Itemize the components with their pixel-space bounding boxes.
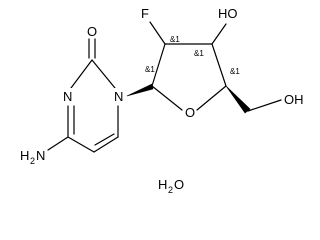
solvate-h: H — [158, 177, 167, 192]
chemical-structure-diagram: O N N H 2 N F HO O OH &1 &1 &1 &1 H 2 O — [20, 6, 304, 195]
atom-label-amine-h: H — [20, 148, 29, 163]
solvate-sub: 2 — [168, 185, 173, 195]
bond-c2-n1 — [91, 59, 116, 89]
atom-label-n3: N — [63, 89, 72, 104]
atom-label-nh2: H 2 N — [20, 148, 45, 166]
atom-label-fluorine: F — [141, 6, 149, 21]
wedge-c4p-c5p — [225, 85, 251, 114]
bond-c5p-oh — [247, 99, 282, 112]
atom-label-carbonyl-o: O — [87, 24, 97, 39]
wedge-n1-c1prime — [126, 83, 154, 97]
atom-label-ring-o: O — [185, 105, 195, 120]
bond-ring-o-c1p — [151, 85, 183, 111]
bond-c4p-ring-o — [196, 85, 227, 111]
bond-c5-c6-inner — [94, 133, 115, 146]
solvate-o: O — [174, 177, 184, 192]
water-solvate-label: H 2 O — [158, 177, 184, 195]
stereo-annotations: &1 &1 &1 &1 — [145, 35, 240, 76]
bond-c1p-c2p — [151, 43, 166, 87]
atom-label-hydroxyl-upper: HO — [218, 6, 238, 21]
bond-c2-n3 — [70, 59, 93, 89]
bond-c4-nh2 — [47, 136, 69, 151]
bond-c3p-oh — [211, 23, 227, 45]
atom-labels: O N N H 2 N F HO O OH — [20, 6, 304, 166]
stereo-label-c1-prime: &1 — [145, 65, 155, 74]
bond-c3p-c4p — [211, 43, 227, 87]
bond-c2p-f — [149, 21, 166, 45]
atom-label-n1: N — [114, 89, 123, 104]
bond-c4-c5 — [67, 136, 95, 153]
bond-c5-c6 — [93, 136, 119, 153]
stereo-label-c3-prime: &1 — [194, 49, 204, 58]
pyrimidine-ring — [47, 38, 119, 153]
atom-label-amine-sub: 2 — [30, 156, 35, 166]
furanose-ring — [126, 21, 282, 114]
atom-label-amine-n: N — [36, 148, 45, 163]
atom-label-hydroxyl-side: OH — [284, 92, 304, 107]
stereo-label-c4-prime: &1 — [230, 67, 240, 76]
stereo-label-c2-prime: &1 — [170, 35, 180, 44]
